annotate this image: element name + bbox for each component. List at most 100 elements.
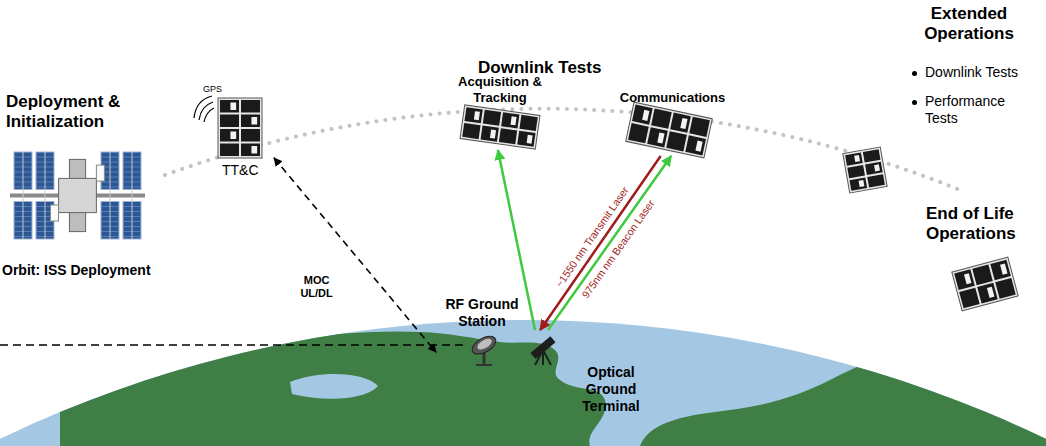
solar-cell [241, 115, 260, 128]
solar-cell [651, 109, 672, 129]
solar-cell [685, 135, 706, 155]
satellite-frame [626, 102, 713, 158]
earth-land [60, 331, 1046, 446]
panel-detail [987, 287, 994, 298]
telescope-tripod [535, 350, 551, 365]
iss-module [59, 178, 97, 212]
solar-cell [628, 123, 649, 143]
land-mass [60, 331, 606, 446]
panel-detail [859, 180, 865, 187]
node-label: Acquisition & Tracking [450, 74, 550, 105]
solar-cell [845, 152, 863, 165]
edge-label: MOC UL/DL [295, 274, 339, 300]
satellite-icon [460, 105, 540, 149]
panel-detail [854, 155, 860, 162]
satellite-node: TT&C [212, 98, 274, 186]
dish-reflector [469, 333, 499, 358]
node-label: Deployment & Initialization [6, 92, 156, 133]
deployment-node: Deployment & InitializationOrbit: ISS De… [2, 90, 174, 285]
bullet-dot [912, 100, 917, 105]
panel-detail [251, 146, 257, 154]
node-label: Communications [615, 90, 730, 106]
solar-cell [954, 269, 974, 290]
solar-cell [689, 117, 710, 137]
solar-cell [464, 107, 482, 123]
iss-array-mast [23, 152, 24, 239]
panel-detail [964, 273, 971, 284]
node-illustration [218, 98, 262, 158]
solar-cell [462, 123, 480, 139]
solar-cell [241, 100, 260, 113]
panel-detail [657, 132, 664, 143]
solar-cell [220, 129, 239, 142]
lake [290, 374, 378, 399]
satellite-node: Acquisition & Tracking [450, 74, 552, 150]
node-illustration [956, 264, 1014, 304]
panel-detail [490, 130, 496, 139]
panel-detail [680, 118, 687, 129]
solar-cell [241, 129, 260, 142]
satellite-node: Communications [615, 90, 732, 156]
solar-cell [972, 264, 992, 285]
satellite-frame [952, 257, 1018, 311]
solar-cell [501, 112, 519, 128]
panel-detail [527, 135, 533, 144]
gps-label: GPS [203, 84, 222, 95]
panel-detail [230, 132, 236, 140]
solar-cell [959, 288, 979, 309]
satellite-icon [952, 257, 1018, 311]
satellite-frame [843, 147, 887, 193]
end-of-life-node: End of Life Operations [922, 204, 1042, 310]
solar-cell [863, 149, 881, 162]
solar-cell [995, 278, 1015, 299]
node-label: End of Life Operations [926, 204, 1038, 245]
panel-detail [695, 141, 702, 152]
extended-ops-node: Extended OperationsDownlink TestsPerform… [840, 2, 1040, 194]
node-text: Downlink Tests [925, 64, 1037, 81]
iss-array-mast [45, 152, 46, 239]
solar-cell [483, 110, 501, 126]
solar-cell [647, 127, 668, 147]
solar-cell [977, 283, 997, 304]
dish-base [476, 364, 492, 366]
panel-detail [474, 111, 480, 120]
panel-detail [642, 110, 649, 121]
satellite-frame [460, 105, 540, 149]
node-label: Optical Ground Terminal [572, 364, 650, 414]
earth-ocean [0, 320, 1046, 446]
panel-detail [511, 116, 517, 125]
solar-cell [220, 144, 239, 157]
orbit-path [165, 109, 960, 190]
gps-signal [194, 96, 214, 122]
optical-terminal-node: Optical Ground Terminal [522, 330, 652, 428]
solar-cell [499, 128, 517, 144]
satellite-icon [218, 98, 262, 158]
solar-cell [519, 115, 537, 131]
satellite-icon [626, 102, 713, 158]
node-illustration [462, 110, 538, 144]
panel-detail [230, 103, 236, 111]
land-mass [640, 350, 1046, 446]
dish-inner [476, 337, 494, 352]
panel-detail [1000, 264, 1007, 275]
transmit-laser [540, 156, 660, 330]
node-label: RF Ground Station [436, 296, 528, 330]
solar-cell [666, 131, 687, 151]
section-heading: Downlink Tests [478, 58, 601, 78]
node-label: Extended Operations [900, 4, 1038, 45]
bullet-dot [912, 71, 917, 76]
solar-cell [850, 177, 868, 190]
iss-radiator [96, 165, 104, 181]
solar-cell [220, 100, 239, 113]
panel-detail [874, 164, 880, 171]
node-illustration [629, 110, 709, 150]
solar-cell [867, 174, 885, 187]
node-illustration [10, 148, 145, 243]
node-illustration [526, 334, 560, 366]
node-illustration [466, 334, 502, 366]
satellite-icon [843, 147, 887, 193]
rf-link [274, 158, 436, 352]
solar-cell [632, 104, 653, 124]
node-label: TT&C [222, 162, 272, 179]
